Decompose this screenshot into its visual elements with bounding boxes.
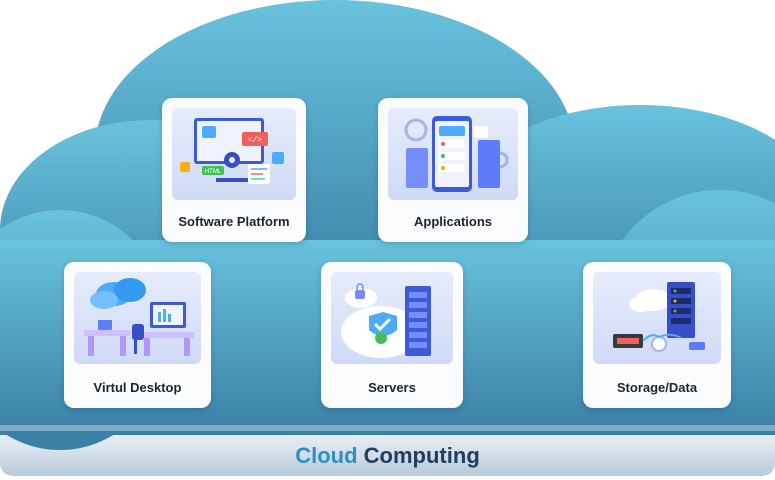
card-label: Applications <box>413 214 492 229</box>
card-applications[interactable]: Applications <box>378 98 528 242</box>
card-storage-data[interactable]: Storage/Data <box>583 262 731 408</box>
storage-data-illustration <box>593 272 721 364</box>
applications-illustration <box>388 108 518 200</box>
card-servers[interactable]: Servers <box>321 262 463 408</box>
software-platform-illustration: </> HTML <box>172 108 296 200</box>
card-label: Virtul Desktop <box>93 380 182 395</box>
card-virtual-desktop[interactable]: Virtul Desktop <box>64 262 211 408</box>
card-label: Servers <box>368 380 416 395</box>
cloud-computing-title: Cloud Computing <box>0 436 775 476</box>
servers-illustration <box>331 272 453 364</box>
virtual-desktop-illustration <box>74 272 201 364</box>
card-label: Storage/Data <box>616 380 698 395</box>
title-word-cloud: Cloud <box>295 443 358 468</box>
card-software-platform[interactable]: </> HTML Software Platform <box>162 98 306 242</box>
title-word-computing: Computing <box>363 443 480 468</box>
svg-text:</>: </> <box>248 136 263 145</box>
card-label: Software Platform <box>178 214 290 229</box>
svg-text:HTML: HTML <box>205 169 222 175</box>
